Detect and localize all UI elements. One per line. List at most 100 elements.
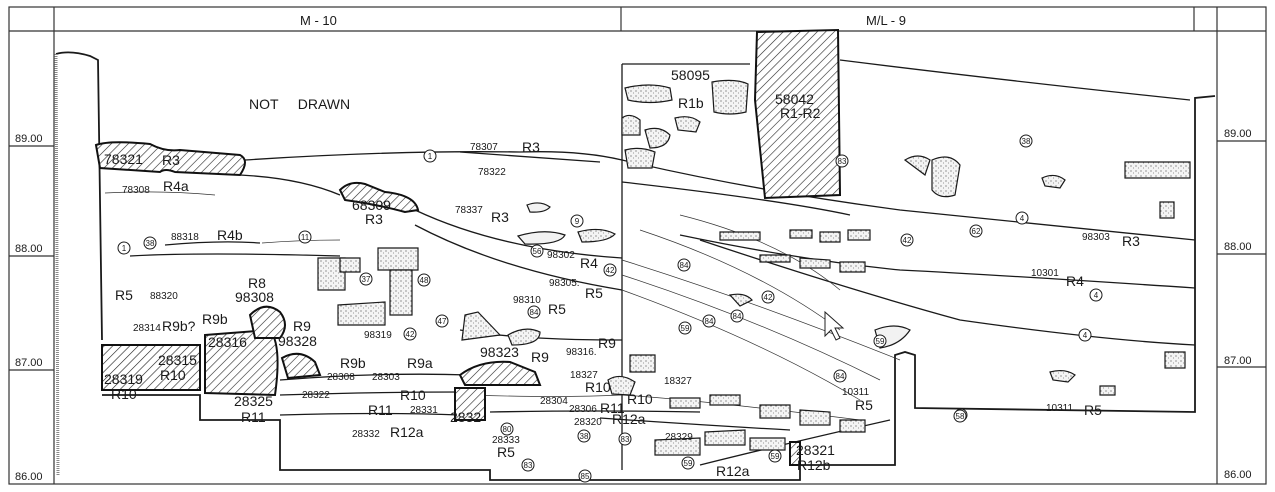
find-marker: 42 — [761, 290, 775, 304]
find-marker-number: 1 — [428, 152, 433, 161]
find-marker: 48 — [417, 273, 431, 287]
layer-id: 78337 — [455, 205, 483, 216]
layer-id: 78322 — [478, 167, 506, 178]
find-marker-circle — [143, 236, 157, 250]
layer-id: 68309 — [352, 197, 391, 213]
layer-id: 10311 — [842, 387, 870, 398]
layer-id: 28321 — [796, 442, 835, 458]
find-marker-number: 9 — [575, 217, 580, 226]
elevation-88: 88.00 — [1224, 241, 1252, 253]
outer-frame — [8, 6, 1267, 485]
feature-2832x — [454, 387, 486, 421]
find-marker-number: 58 — [956, 412, 965, 421]
layer-id: 28304 — [540, 396, 568, 407]
feature-68309 — [338, 181, 420, 214]
find-marker: 42 — [603, 263, 617, 277]
layer-id: 78308 — [122, 185, 150, 196]
find-marker-circle — [702, 314, 716, 328]
layer-id: 28306 — [569, 404, 597, 415]
elevation-scale-right: 89.00 88.00 87.00 86.00 — [1217, 128, 1266, 481]
phase-label: R3 — [365, 211, 383, 227]
top-surface — [622, 59, 1191, 101]
find-marker-number: 59 — [684, 459, 693, 468]
feature-98323 — [458, 360, 542, 386]
phase-label: R9 — [598, 335, 616, 351]
find-marker-circle — [1019, 134, 1033, 148]
find-marker-number: 4 — [1083, 331, 1088, 340]
phase-label: R9 — [531, 349, 549, 365]
elevation-89: 89.00 — [15, 133, 43, 145]
find-marker-circle — [873, 334, 887, 348]
hatched-features — [94, 28, 842, 466]
layer-id: 98323 — [480, 344, 519, 360]
find-marker-circle — [117, 241, 131, 255]
phase-label: R12a — [390, 424, 424, 440]
layer-id: 28322 — [302, 390, 330, 401]
find-marker-number: 38 — [1022, 137, 1031, 146]
phase-label: R4a — [163, 178, 189, 194]
layer-id: 28303 — [372, 372, 400, 383]
layer-id: 98305. — [549, 278, 580, 289]
find-marker: 1 — [423, 149, 437, 163]
layer-id: 88318 — [171, 232, 199, 243]
find-marker-circle — [359, 272, 373, 286]
find-marker-number: 1 — [122, 244, 127, 253]
find-marker: 84 — [677, 258, 691, 272]
find-marker-circle — [578, 469, 592, 483]
layer-id: 28331 — [410, 405, 438, 416]
find-marker-number: 83 — [621, 435, 630, 444]
find-marker-circle — [900, 233, 914, 247]
find-marker-number: 37 — [362, 275, 371, 284]
find-marker: 84 — [730, 309, 744, 323]
elevation-scale-left: 89.00 88.00 87.00 86.00 — [9, 133, 54, 483]
layer-id: 28329 — [665, 432, 693, 443]
find-marker-number: 56 — [533, 247, 542, 256]
find-marker: 11 — [298, 230, 312, 244]
header-frame: M - 10 M/L - 9 — [8, 6, 1267, 485]
find-marker: 62 — [969, 224, 983, 238]
stone-row-strip — [629, 229, 871, 456]
elevation-86: 86.00 — [1224, 469, 1252, 481]
stones — [317, 79, 1191, 396]
find-marker-number: 83 — [838, 157, 847, 166]
find-marker-circle — [298, 230, 312, 244]
phase-label: R11 — [600, 400, 625, 416]
find-marker: 84 — [833, 369, 847, 383]
find-marker-circle — [677, 258, 691, 272]
layer-id: 18327 — [664, 376, 692, 387]
find-marker-circle — [953, 409, 967, 423]
find-marker: 42 — [403, 327, 417, 341]
layer-id: 98302 — [547, 250, 575, 261]
find-marker-circle — [1015, 211, 1029, 225]
find-marker: 59 — [873, 334, 887, 348]
left-wall — [55, 51, 103, 341]
layer-id: 28333 — [492, 435, 520, 446]
find-marker: 37 — [359, 272, 373, 286]
find-marker: 84 — [702, 314, 716, 328]
find-marker: 4 — [1078, 328, 1092, 342]
feature-98308 — [248, 305, 286, 339]
find-marker-circle — [417, 273, 431, 287]
find-marker: 9 — [570, 214, 584, 228]
phase-label: R9b? — [162, 318, 196, 334]
layer-id: 98319 — [364, 330, 392, 341]
find-marker: 47 — [435, 314, 449, 328]
find-marker-number: 85 — [581, 472, 590, 481]
find-marker: 85 — [578, 469, 592, 483]
find-marker-number: 62 — [972, 227, 981, 236]
phase-label: R9b — [202, 311, 228, 327]
find-marker-circle — [678, 321, 692, 335]
annotations: NOT DRAWN 78321 R3 78308 R4a 68309 R3 88… — [104, 67, 1140, 479]
layer-id: 2832 — [450, 409, 481, 425]
layer-id: 28325 — [234, 393, 273, 409]
find-marker-circle — [768, 449, 782, 463]
square-label-ml9: M/L - 9 — [866, 13, 906, 28]
find-marker-circle — [1089, 288, 1103, 302]
layer-id: 28319 — [104, 371, 143, 387]
find-marker-number: 80 — [503, 425, 512, 434]
find-marker-number: 42 — [606, 266, 615, 275]
find-marker-number: 11 — [301, 233, 310, 242]
